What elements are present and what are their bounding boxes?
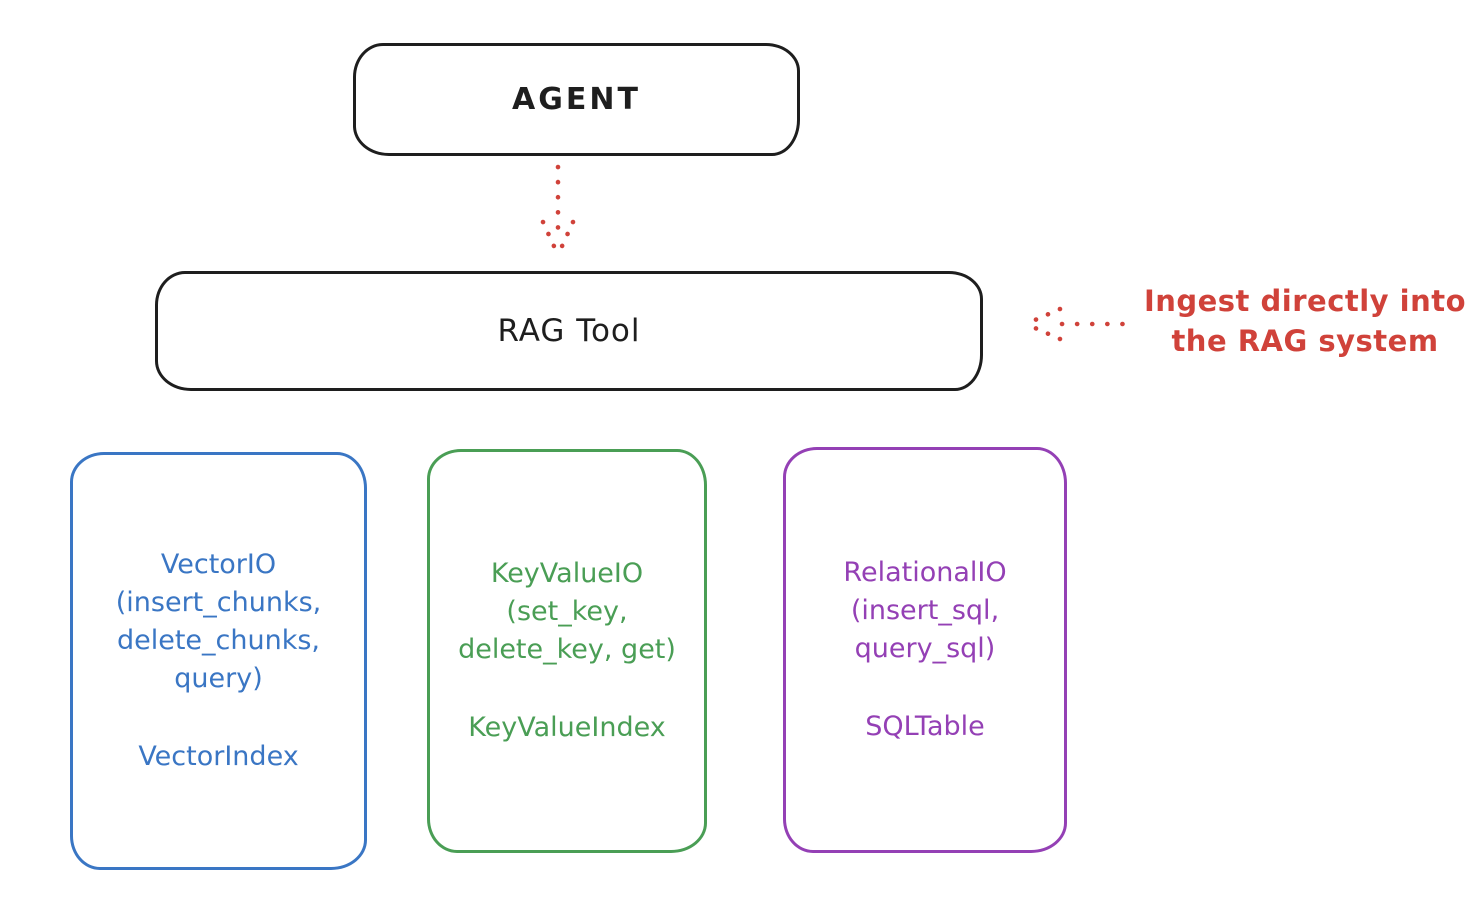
node-text-line: query) — [174, 663, 263, 694]
node-text-line: (insert_sql, — [850, 595, 1000, 626]
relational-io-label: RelationalIO (insert_sql, query_sql) — [843, 554, 1006, 668]
sql-table-label: SQLTable — [865, 711, 985, 742]
ingest-annotation-line-1: Ingest directly into — [1143, 284, 1467, 318]
node-text-line: RelationalIO — [843, 557, 1007, 588]
rag-tool-node-label: RAG Tool — [497, 313, 641, 349]
vector-io-node: VectorIO (insert_chunks, delete_chunks, … — [70, 452, 367, 870]
node-text-line: delete_chunks, — [116, 625, 320, 656]
rag-tool-node: RAG Tool — [155, 271, 983, 391]
node-text-line: (insert_chunks, — [115, 587, 322, 618]
ingest-annotation-line-2: the RAG system — [1171, 324, 1439, 358]
agent-node: AGENT — [353, 43, 800, 156]
vector-index-label: VectorIndex — [138, 741, 299, 772]
node-text-line: KeyValueIO — [490, 558, 644, 589]
key-value-index-label: KeyValueIndex — [468, 712, 666, 743]
key-value-io-node: KeyValueIO (set_key, delete_key, get) Ke… — [427, 449, 707, 853]
key-value-io-label: KeyValueIO (set_key, delete_key, get) — [458, 555, 676, 669]
node-text-line: delete_key, get) — [458, 634, 676, 665]
ingest-annotation: Ingest directly into the RAG system — [1130, 281, 1480, 361]
node-text-line: VectorIO — [160, 549, 277, 580]
agent-to-rag-dotted-arrow-icon — [540, 164, 576, 258]
node-text-line: (set_key, — [506, 596, 628, 627]
node-text-line: query_sql) — [854, 633, 996, 664]
relational-io-node: RelationalIO (insert_sql, query_sql) SQL… — [783, 447, 1067, 853]
agent-node-label: AGENT — [512, 82, 641, 117]
ingest-dotted-arrow-icon — [1023, 306, 1135, 342]
vector-io-label: VectorIO (insert_chunks, delete_chunks, … — [116, 546, 321, 698]
